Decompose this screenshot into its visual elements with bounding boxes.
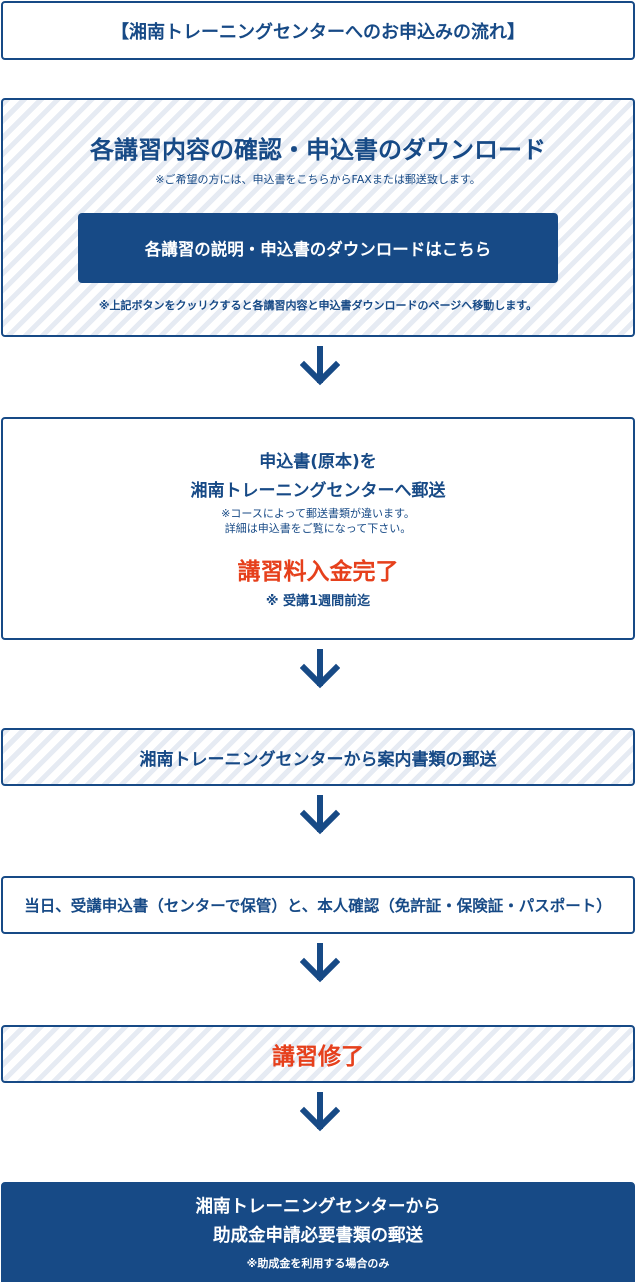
step-4-day-of: 当日、受講申込書（センターで保管）と、本人確認（免許証・保険証・パスポート） <box>1 876 635 934</box>
arrow-down-icon <box>298 786 342 844</box>
download-button-label: 各講習の説明・申込書のダウンロードはこちら <box>144 240 492 259</box>
step-6-subsidy-mail: 湘南トレーニングセンターから 助成金申請必要書類の郵送 ※助成金を利用する場合の… <box>1 1182 635 1282</box>
step-4-text: 当日、受講申込書（センターで保管）と、本人確認（免許証・保険証・パスポート） <box>24 897 612 915</box>
step-2-note-1: ※コースによって郵送書類が違います。 <box>221 507 415 520</box>
flow-title: 【湘南トレーニングセンターへのお申込みの流れ】 <box>1 1 635 60</box>
payment-complete-label: 講習料入金完了 <box>237 559 399 585</box>
arrow-down-icon <box>298 640 342 698</box>
step-2-mail-application: 申込書(原本)を 湘南トレーニングセンターへ郵送 ※コースによって郵送書類が違い… <box>1 417 635 640</box>
step-3-guide-mail: 湘南トレーニングセンターから案内書類の郵送 <box>1 728 635 786</box>
step-1-heading: 各講習内容の確認・申込書のダウンロード <box>90 136 546 164</box>
payment-deadline-note: ※ 受講1週間前迄 <box>265 594 371 609</box>
step-6-line-2: 助成金申請必要書類の郵送 <box>213 1226 423 1246</box>
step-1-note: ※ご希望の方には、申込書をこちらからFAXまたは郵送致します。 <box>155 173 481 186</box>
arrow-down-icon <box>298 337 342 395</box>
flow-title-text: 【湘南トレーニングセンターへのお申込みの流れ】 <box>111 21 525 43</box>
step-2-note-2: 詳細は申込書をご覧になって下さい。 <box>224 522 412 535</box>
arrow-down-icon <box>298 934 342 992</box>
step-3-text: 湘南トレーニングセンターから案内書類の郵送 <box>139 749 497 770</box>
step-5-text: 講習修了 <box>272 1044 364 1070</box>
download-button[interactable]: 各講習の説明・申込書のダウンロードはこちら <box>78 213 558 283</box>
download-button-note: ※上記ボタンをクッリクすると各講習内容と申込書ダウンロードのページへ移動します。 <box>98 299 538 312</box>
step-6-line-1: 湘南トレーニングセンターから <box>195 1197 441 1217</box>
step-1-download: 各講習内容の確認・申込書のダウンロード ※ご希望の方には、申込書をこちらからFA… <box>1 98 635 337</box>
arrow-down-icon <box>298 1083 342 1141</box>
step-5-course-complete: 講習修了 <box>1 1025 635 1083</box>
step-2-line-1: 申込書(原本)を <box>259 452 377 472</box>
step-2-line-2: 湘南トレーニングセンターへ郵送 <box>190 481 446 501</box>
step-6-note: ※助成金を利用する場合のみ <box>246 1257 390 1270</box>
